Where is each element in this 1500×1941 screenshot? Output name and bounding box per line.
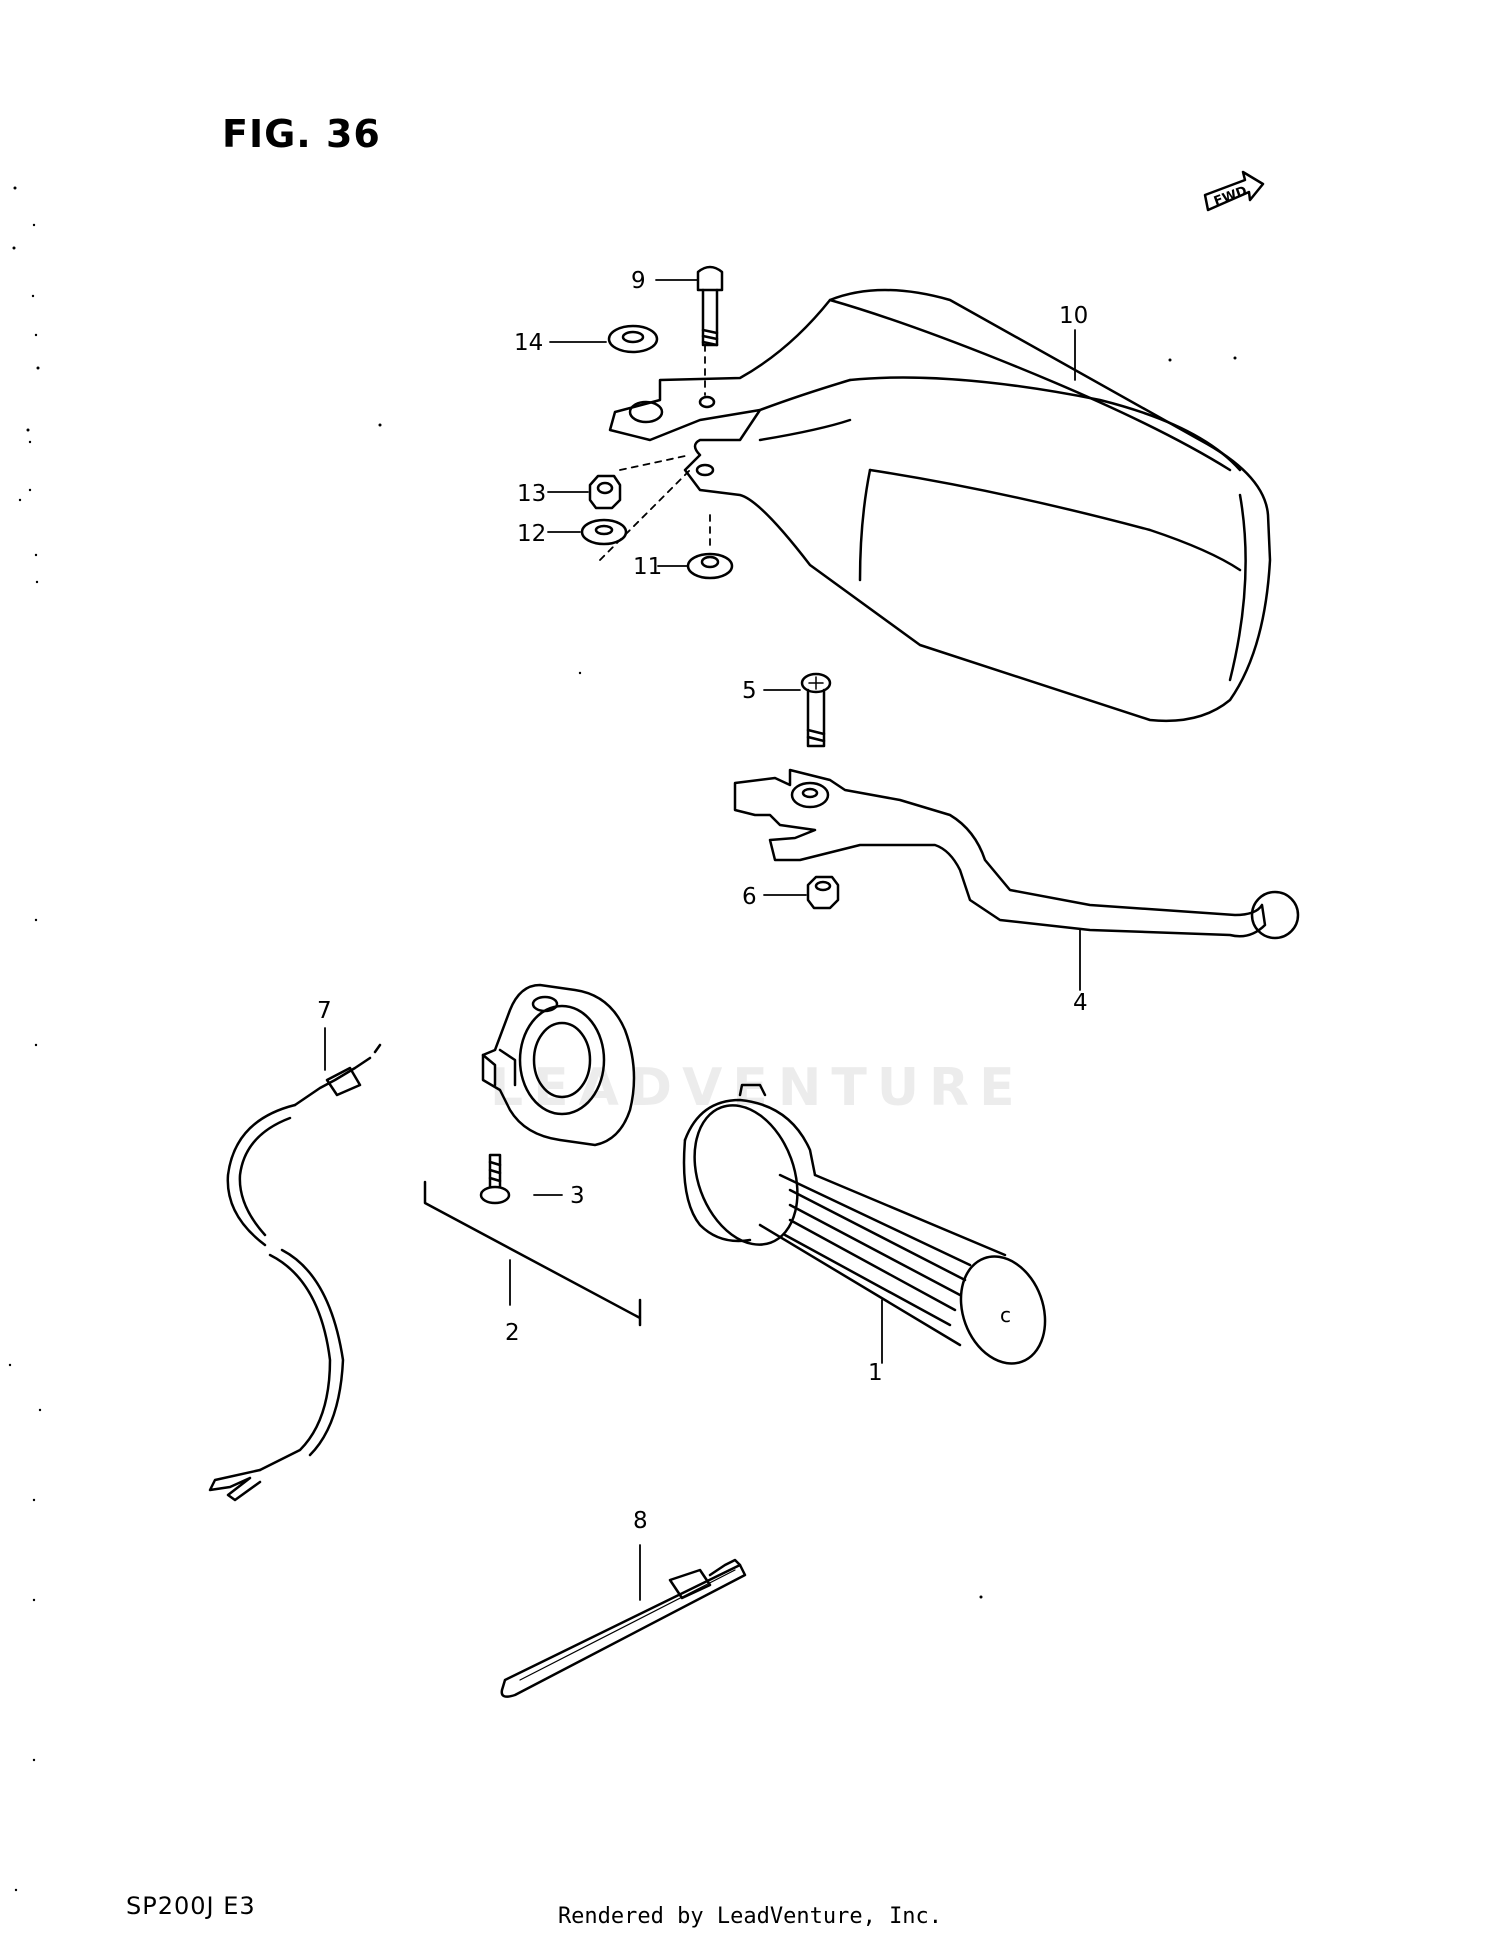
callout-12: 12 [517, 521, 546, 547]
figure-title: FIG. 36 [222, 112, 381, 156]
render-credit: Rendered by LeadVenture, Inc. [557, 1904, 943, 1929]
hand-guard-part [608, 288, 1272, 723]
watermark: LEADVENTURE [490, 1058, 1025, 1118]
scan-specks [8, 186, 1237, 1892]
callout-2: 2 [505, 1320, 520, 1346]
nut-11-part [686, 552, 734, 580]
leader-lines [324, 279, 1081, 1601]
lever-4-part [733, 768, 1300, 940]
grip-1-part: c [682, 1083, 1047, 1365]
callout-labels: 1 2 3 4 5 6 7 8 9 10 11 12 13 14 [317, 268, 1088, 1534]
model-code: SP200J E3 [126, 1892, 256, 1920]
cable-tie-8-part [500, 1558, 747, 1698]
washer-14-part [607, 324, 659, 354]
callout-9: 9 [631, 268, 646, 294]
callout-1: 1 [868, 1360, 883, 1386]
callout-7: 7 [317, 998, 332, 1024]
nut-13-part [588, 474, 622, 510]
washer-12-part [580, 518, 628, 546]
callout-3: 3 [570, 1183, 585, 1209]
callout-10: 10 [1059, 303, 1088, 329]
callout-4: 4 [1073, 990, 1088, 1016]
callout-5: 5 [742, 678, 757, 704]
switch-housing-2-part [423, 983, 642, 1327]
screw-3-part [479, 1153, 511, 1205]
callout-8: 8 [633, 1508, 648, 1534]
wire-7-part [208, 1043, 382, 1502]
nut-6-part [806, 875, 840, 910]
grip-end-mark: c [1000, 1303, 1011, 1327]
bolt-9-part [696, 265, 724, 347]
screw-5-part [800, 672, 832, 748]
callout-14: 14 [514, 330, 543, 356]
callout-6: 6 [742, 884, 757, 910]
fwd-arrow-icon: FWD [1203, 170, 1265, 212]
callout-13: 13 [517, 481, 546, 507]
callout-11: 11 [633, 554, 662, 580]
